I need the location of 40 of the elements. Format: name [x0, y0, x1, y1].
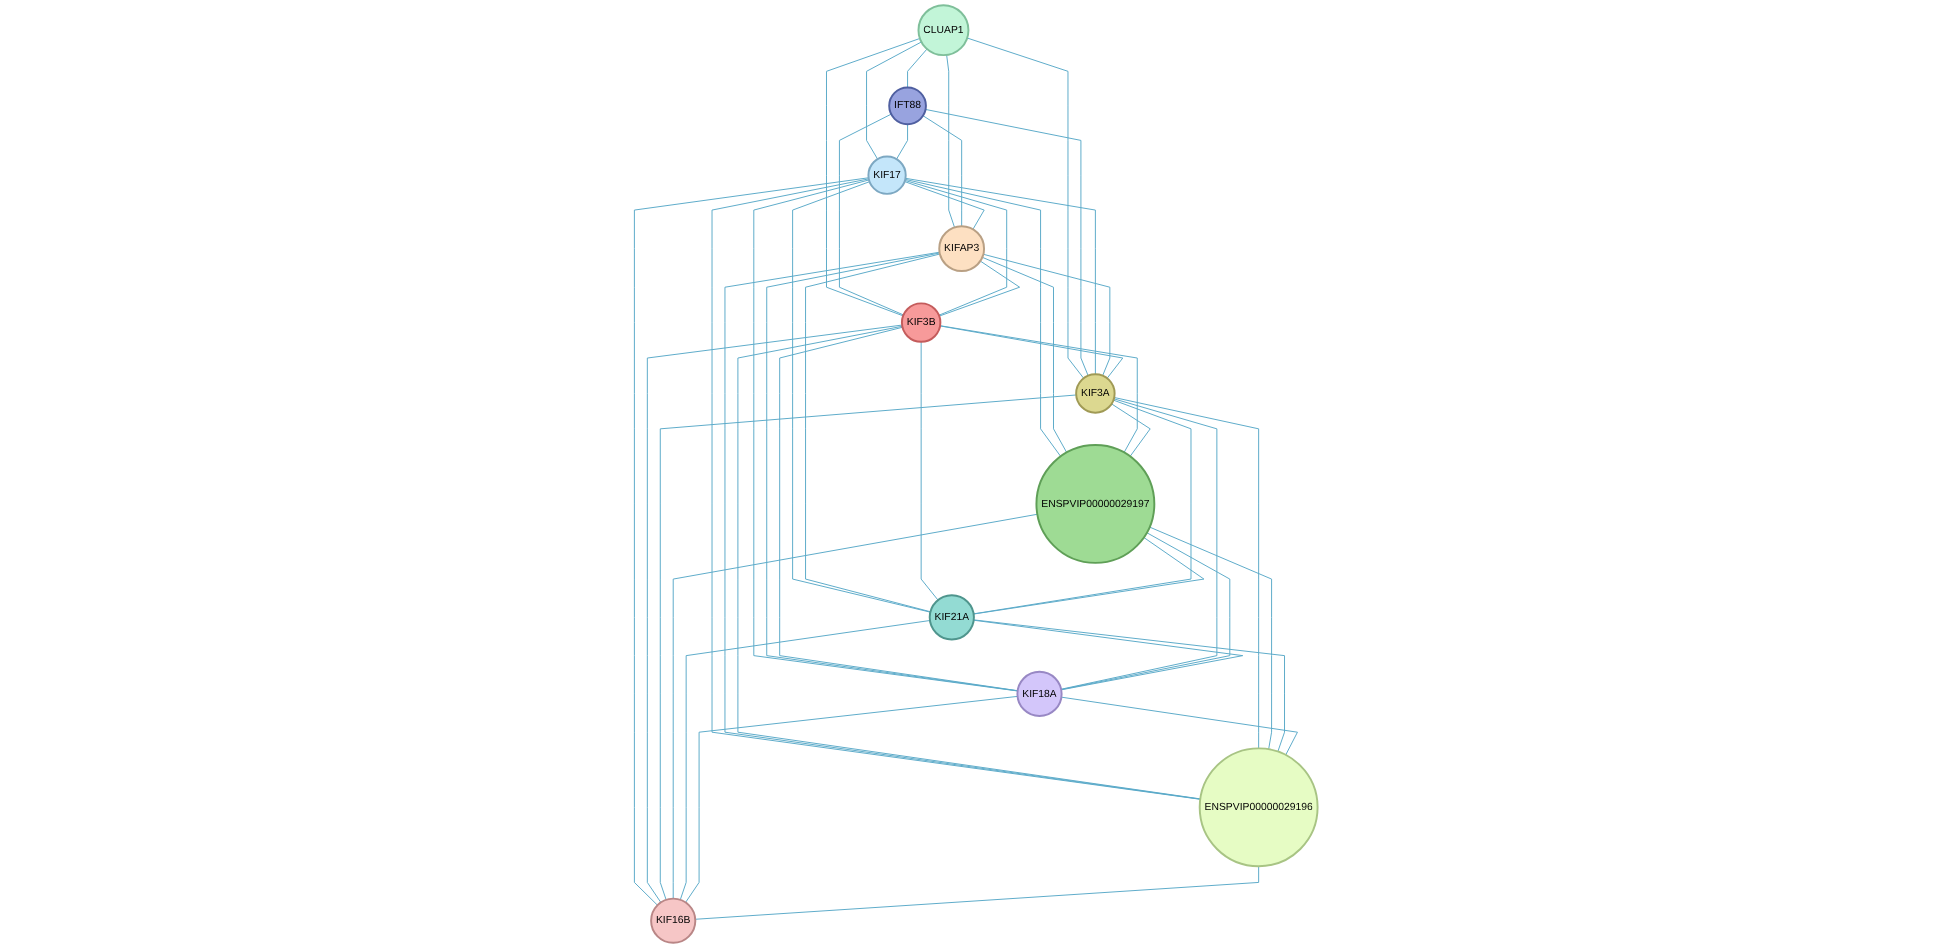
connector	[925, 108, 1089, 377]
connector	[1113, 397, 1260, 749]
connector	[939, 325, 1138, 453]
connector	[904, 181, 985, 230]
connector	[981, 256, 1068, 453]
connector	[766, 252, 1019, 692]
connector	[920, 341, 939, 601]
connector	[753, 179, 1019, 692]
connector	[1060, 398, 1218, 690]
connector	[922, 115, 963, 227]
connector	[659, 394, 1077, 901]
connector	[973, 399, 1192, 615]
connector	[1060, 532, 1231, 691]
connector	[672, 513, 1038, 900]
connector	[904, 177, 1096, 375]
connector	[973, 619, 1244, 691]
connector	[826, 37, 921, 317]
connector	[904, 179, 1008, 316]
connector	[939, 325, 1124, 379]
connector	[904, 178, 1062, 457]
connector	[646, 324, 903, 903]
connector	[779, 326, 1019, 692]
connector	[982, 253, 1111, 377]
connector	[966, 37, 1085, 379]
connector	[907, 48, 928, 88]
connector	[633, 177, 870, 906]
connector	[946, 54, 956, 228]
connector	[1060, 696, 1298, 756]
connector	[973, 619, 1285, 753]
connector	[838, 113, 904, 316]
connector	[896, 123, 909, 160]
connector	[1149, 526, 1273, 750]
connector	[679, 620, 931, 901]
connector	[737, 325, 1201, 800]
connector	[938, 260, 1021, 317]
connector	[792, 181, 931, 613]
connector	[694, 865, 1260, 920]
connector	[866, 41, 922, 160]
connector	[973, 537, 1205, 615]
connector	[685, 695, 1019, 903]
